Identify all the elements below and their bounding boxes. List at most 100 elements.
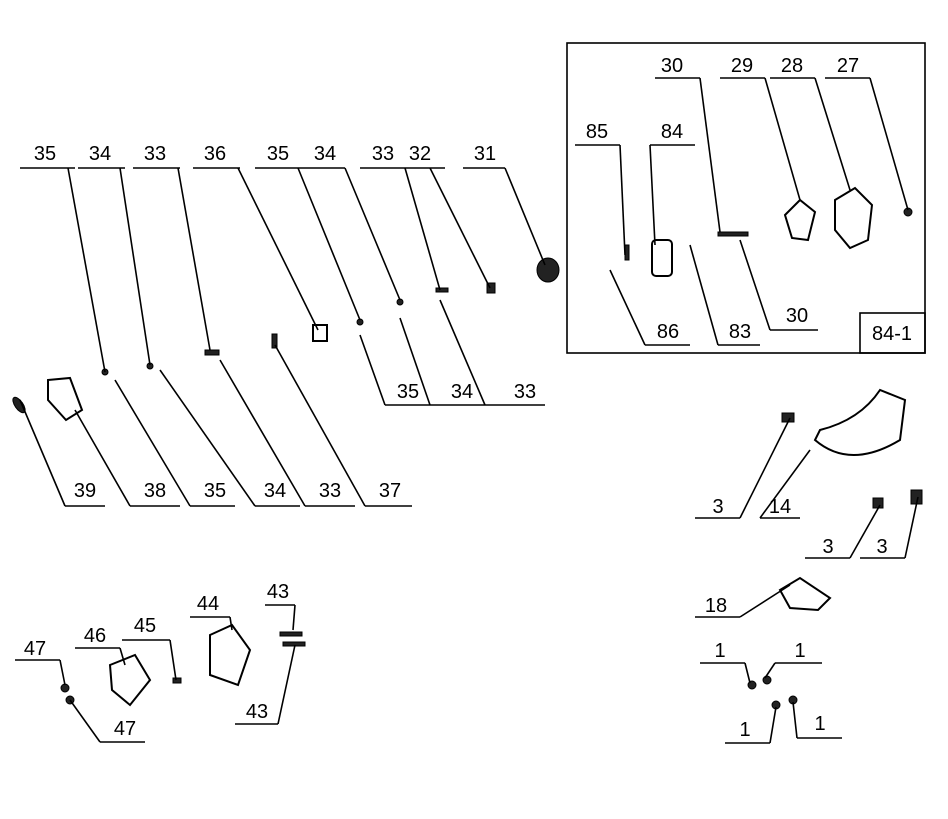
callout-label: 33 bbox=[319, 480, 341, 502]
part-31 bbox=[536, 257, 560, 283]
callout-label: 33 bbox=[144, 143, 166, 165]
callout-34: 34 bbox=[159, 369, 300, 507]
callout-3: 3 bbox=[805, 504, 881, 559]
callout-label: 43 bbox=[246, 701, 268, 723]
leader-line bbox=[739, 417, 791, 519]
leader-line bbox=[439, 299, 486, 406]
callout-label: 27 bbox=[837, 55, 859, 77]
callout-label: 37 bbox=[379, 480, 401, 502]
callout-label: 33 bbox=[372, 143, 394, 165]
leader-line bbox=[869, 77, 909, 211]
callout-label: 85 bbox=[586, 121, 608, 143]
leader-line bbox=[119, 647, 126, 666]
part-32 bbox=[486, 282, 496, 294]
callout-label: 47 bbox=[24, 638, 46, 660]
callout-47: 47 bbox=[15, 638, 66, 686]
callout-label: 35 bbox=[34, 143, 56, 165]
callout-43: 43 bbox=[235, 644, 296, 725]
callout-label: 43 bbox=[267, 581, 289, 603]
callout-label: 30 bbox=[786, 305, 808, 327]
leader-line bbox=[159, 369, 256, 507]
part-36 bbox=[312, 324, 328, 342]
callout-label: 84 bbox=[661, 121, 683, 143]
inset-box-84-1 bbox=[566, 42, 926, 354]
leader-line bbox=[609, 269, 646, 346]
part-47a bbox=[60, 683, 70, 693]
callout-label: 84-1 bbox=[872, 323, 912, 345]
callout-label: 35 bbox=[204, 480, 226, 502]
callout-33: 33 bbox=[439, 299, 545, 406]
leader-line bbox=[769, 706, 777, 744]
callout-label: 1 bbox=[794, 640, 805, 662]
callout-label: 29 bbox=[731, 55, 753, 77]
leader-line bbox=[759, 449, 811, 519]
inset-label-box bbox=[859, 312, 926, 354]
leader-line bbox=[292, 604, 296, 631]
leader-line bbox=[74, 409, 131, 507]
callout-84-1: 84-1 bbox=[872, 323, 912, 345]
leader-line bbox=[792, 701, 798, 739]
callout-37: 37 bbox=[274, 344, 412, 507]
callout-3: 3 bbox=[860, 496, 919, 559]
leader-line bbox=[849, 504, 881, 559]
callout-14: 14 bbox=[759, 449, 811, 519]
callout-label: 34 bbox=[451, 381, 473, 403]
leader-line bbox=[739, 584, 791, 618]
part-37 bbox=[271, 333, 278, 349]
callout-31: 31 bbox=[463, 143, 546, 266]
callout-label: 14 bbox=[769, 496, 791, 518]
callout-28: 28 bbox=[770, 55, 851, 191]
callout-label: 34 bbox=[314, 143, 336, 165]
leader-line bbox=[699, 77, 721, 233]
leader-line bbox=[169, 639, 177, 681]
leader-line bbox=[69, 699, 101, 743]
part-3b bbox=[872, 497, 884, 509]
callout-29: 29 bbox=[720, 55, 801, 201]
leader-line bbox=[504, 167, 546, 266]
callout-36: 36 bbox=[193, 143, 319, 331]
callout-label: 34 bbox=[89, 143, 111, 165]
leader-line bbox=[619, 144, 626, 256]
leader-line bbox=[904, 496, 919, 559]
leader-line bbox=[177, 167, 211, 351]
callout-label: 46 bbox=[84, 625, 106, 647]
callout-label: 1 bbox=[814, 713, 825, 735]
callout-label: 1 bbox=[714, 640, 725, 662]
part-18 bbox=[778, 576, 832, 612]
callout-86: 86 bbox=[609, 269, 690, 346]
callout-39: 39 bbox=[19, 399, 105, 507]
leader-line bbox=[744, 662, 751, 684]
part-39 bbox=[12, 396, 26, 414]
part-38 bbox=[47, 376, 84, 422]
callout-1: 1 bbox=[792, 701, 842, 739]
callout-34: 34 bbox=[399, 317, 485, 406]
callout-label: 39 bbox=[74, 480, 96, 502]
part-43a bbox=[279, 631, 303, 637]
leader-line bbox=[814, 77, 851, 191]
callout-44: 44 bbox=[190, 593, 233, 631]
leader-line bbox=[344, 167, 401, 301]
callout-43: 43 bbox=[265, 581, 296, 631]
callout-label: 45 bbox=[134, 615, 156, 637]
callout-1: 1 bbox=[764, 640, 822, 679]
callout-1: 1 bbox=[725, 706, 777, 744]
callout-label: 38 bbox=[144, 480, 166, 502]
callout-30: 30 bbox=[655, 55, 721, 233]
callout-label: 47 bbox=[114, 718, 136, 740]
leader-line bbox=[59, 659, 66, 686]
callout-3: 3 bbox=[695, 417, 791, 519]
leader-line bbox=[297, 167, 361, 321]
leader-line bbox=[277, 644, 296, 725]
part-33b bbox=[435, 287, 449, 293]
callout-34: 34 bbox=[300, 143, 401, 301]
leader-line bbox=[429, 167, 491, 289]
callout-33: 33 bbox=[219, 359, 355, 507]
part-14 bbox=[813, 388, 907, 456]
callout-85: 85 bbox=[575, 121, 626, 256]
callout-84: 84 bbox=[649, 121, 695, 246]
callout-label: 35 bbox=[267, 143, 289, 165]
leader-line bbox=[399, 317, 431, 406]
leader-line bbox=[19, 399, 66, 507]
callout-18: 18 bbox=[695, 584, 791, 618]
part-46 bbox=[108, 653, 152, 707]
